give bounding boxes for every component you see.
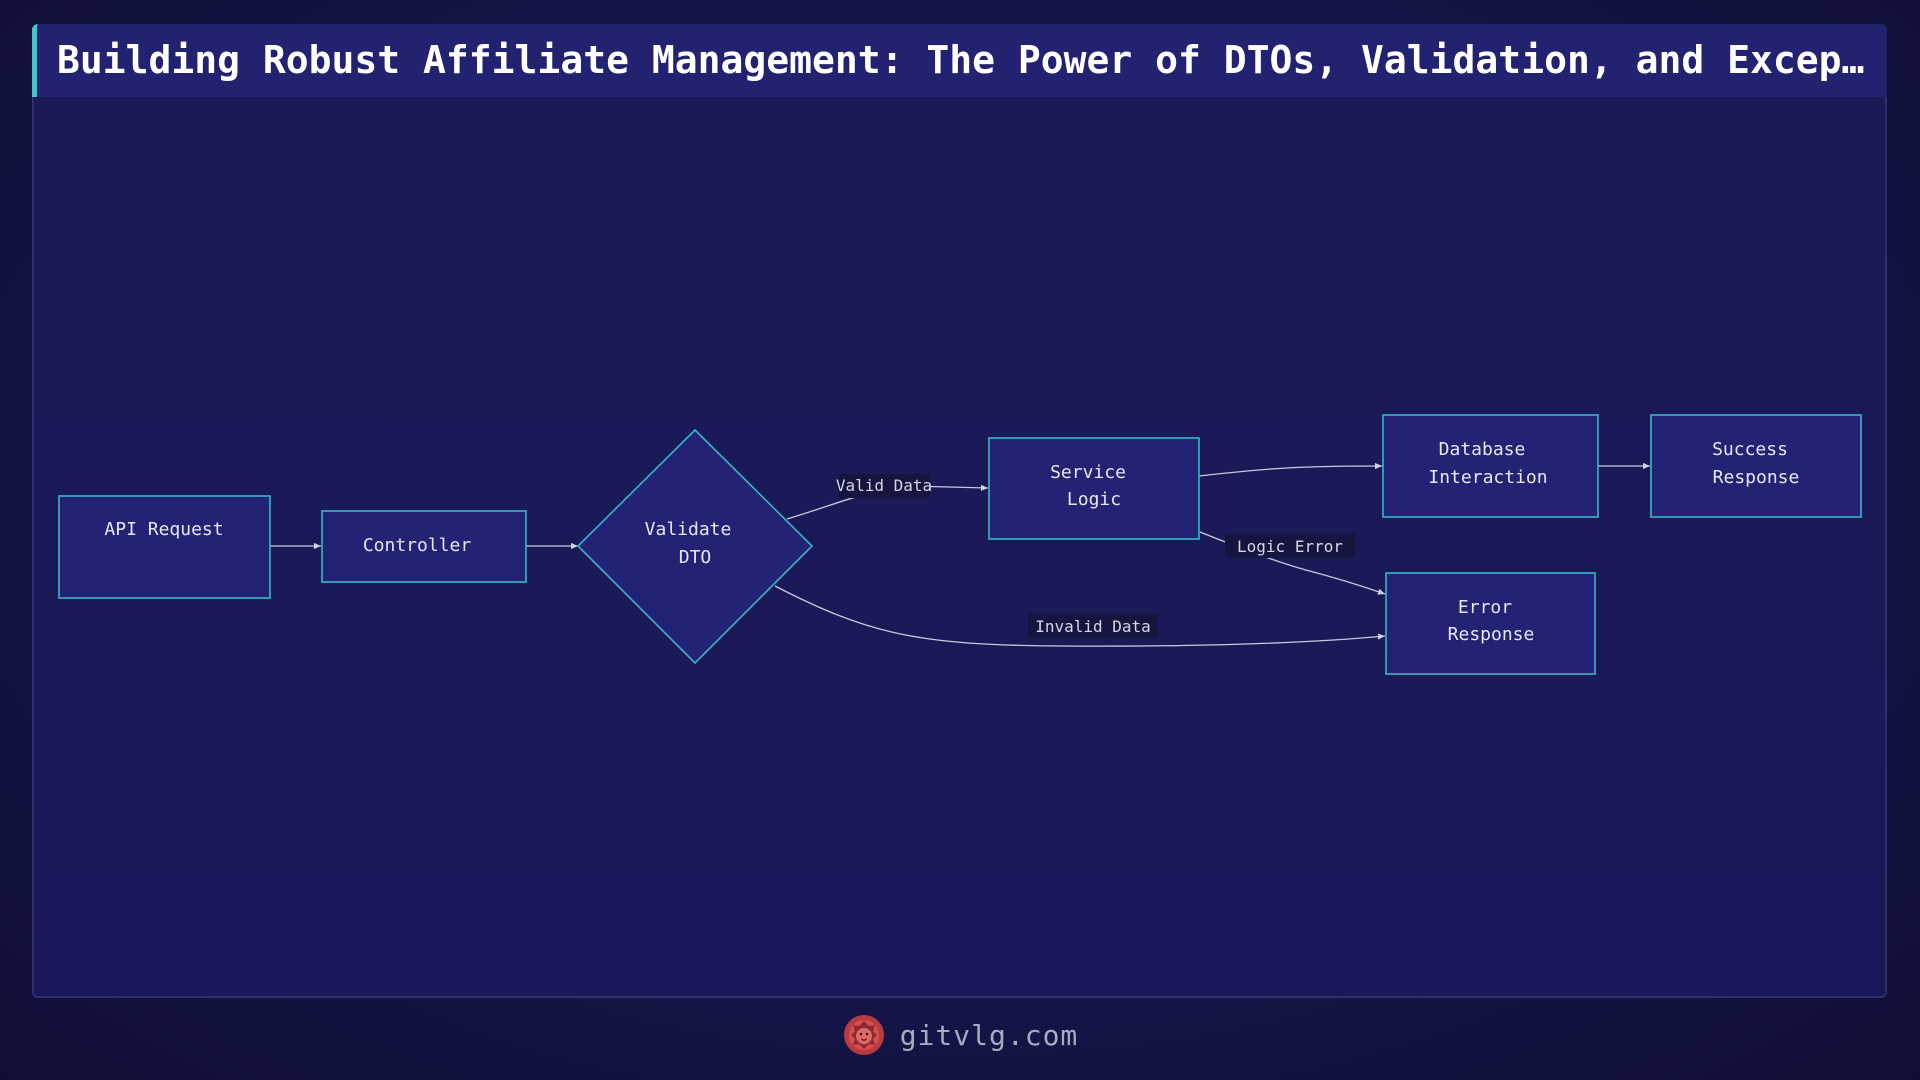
edge-service-to-database bbox=[1198, 462, 1383, 477]
footer: gitvlg.com bbox=[0, 1010, 1920, 1060]
node-api-request-label: API Request bbox=[104, 519, 223, 540]
node-database-interaction: Database Interaction bbox=[1382, 414, 1599, 518]
node-success-response-label-line2: Response bbox=[1713, 467, 1800, 488]
edge-invalid-data bbox=[774, 585, 1386, 647]
node-success-response-label-line1: Success bbox=[1712, 439, 1788, 460]
node-error-response: Error Response bbox=[1385, 572, 1596, 675]
node-controller: Controller bbox=[321, 510, 527, 583]
node-success-response: Success Response bbox=[1650, 414, 1862, 518]
edge-label-valid-data: Valid Data bbox=[836, 474, 932, 498]
node-controller-label: Controller bbox=[363, 535, 472, 556]
node-database-interaction-label-line1: Database bbox=[1439, 439, 1526, 460]
node-validate-dto-label-line2: DTO bbox=[679, 547, 712, 568]
node-api-request: API Request bbox=[58, 495, 271, 599]
edge-label-logic-error: Logic Error bbox=[1225, 534, 1355, 558]
node-validate-dto: Validate DTO bbox=[576, 428, 814, 665]
node-service-logic: Service Logic bbox=[988, 437, 1200, 540]
node-database-interaction-label-line2: Interaction bbox=[1428, 467, 1547, 488]
node-service-logic-label-line2: Logic bbox=[1067, 489, 1121, 510]
edge-label-invalid-data-text: Invalid Data bbox=[1035, 617, 1151, 636]
edge-label-invalid-data: Invalid Data bbox=[1028, 614, 1158, 638]
edge-label-valid-data-text: Valid Data bbox=[836, 476, 932, 495]
footer-site-link[interactable]: gitvlg.com bbox=[899, 1018, 1079, 1052]
lion-head-icon bbox=[843, 1015, 884, 1055]
node-error-response-label-line1: Error bbox=[1458, 597, 1512, 618]
node-service-logic-label-line1: Service bbox=[1050, 462, 1126, 483]
edge-label-logic-error-text: Logic Error bbox=[1237, 537, 1343, 556]
title-bar: Building Robust Affiliate Management: Th… bbox=[32, 24, 1887, 97]
node-validate-dto-label-line1: Validate bbox=[645, 519, 732, 540]
node-error-response-label-line2: Response bbox=[1448, 624, 1535, 645]
